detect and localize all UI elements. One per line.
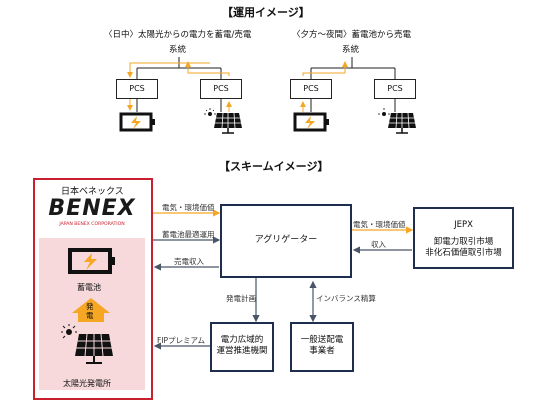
night-pcs-solar: PCS (374, 79, 416, 99)
benex-logo: BENEX (48, 196, 136, 221)
jepx-line2: 非化石価値取引市場 (425, 248, 502, 258)
night-caption: 〈夕方～夜間〉蓄電池から売電 (292, 30, 412, 40)
generation-label: 発電 (86, 302, 94, 320)
occto-box: 電力広域的 運営推進機関 (210, 322, 274, 372)
label-income: 収入 (371, 240, 386, 249)
night-flow-arrows (300, 61, 348, 112)
night-pcs-battery: PCS (290, 79, 332, 99)
label-battery-opt: 蓄電池最適運用 (162, 230, 215, 239)
day-grid-label: 系統 (169, 45, 187, 55)
tdso-line1: 一般送配電 (300, 335, 344, 345)
scheme-arrows (152, 209, 414, 350)
day-topology (136, 57, 222, 112)
operation-title: 【運用イメージ】 (222, 6, 310, 19)
label-fip: FIPプレミアム (157, 336, 206, 345)
label-elec-env-left: 電気・環境価値 (162, 203, 215, 212)
scheme-title: 【スキームイメージ】 (219, 160, 329, 173)
label-sales-income: 売電収入 (174, 257, 204, 266)
occto-line1: 電力広域的 (220, 335, 264, 345)
occto-line2: 運営推進機関 (216, 346, 268, 356)
label-gen-plan: 発電計画 (226, 294, 256, 303)
benex-logo-sub: JAPAN BENEX CORPORATION (59, 222, 125, 227)
day-pcs-solar: PCS (200, 79, 242, 99)
jepx-box: JEPX 卸電力取引市場 非化石価値取引市場 (413, 207, 514, 269)
tdso-box: 一般送配電 事業者 (290, 322, 354, 372)
jepx-line1: 卸電力取引市場 (433, 237, 494, 247)
day-pcs-battery: PCS (116, 79, 158, 99)
company-name: 日本ベネックス (61, 187, 124, 197)
night-grid-label: 系統 (342, 45, 360, 55)
day-flow-arrows (127, 61, 232, 112)
jepx-title: JEPX (454, 220, 473, 230)
label-imbalance: インバランス精算 (316, 294, 376, 303)
battery-label: 蓄電池 (77, 283, 101, 292)
tdso-line2: 事業者 (309, 346, 335, 356)
aggregator-box: アグリゲーター (220, 204, 352, 278)
aggregator-label: アグリゲーター (254, 235, 318, 245)
label-elec-env-right: 電気・環境価値 (353, 220, 406, 229)
day-caption: 〈日中〉太陽光からの電力を蓄電/売電 (104, 30, 252, 40)
solar-label: 太陽光発電所 (63, 379, 111, 388)
